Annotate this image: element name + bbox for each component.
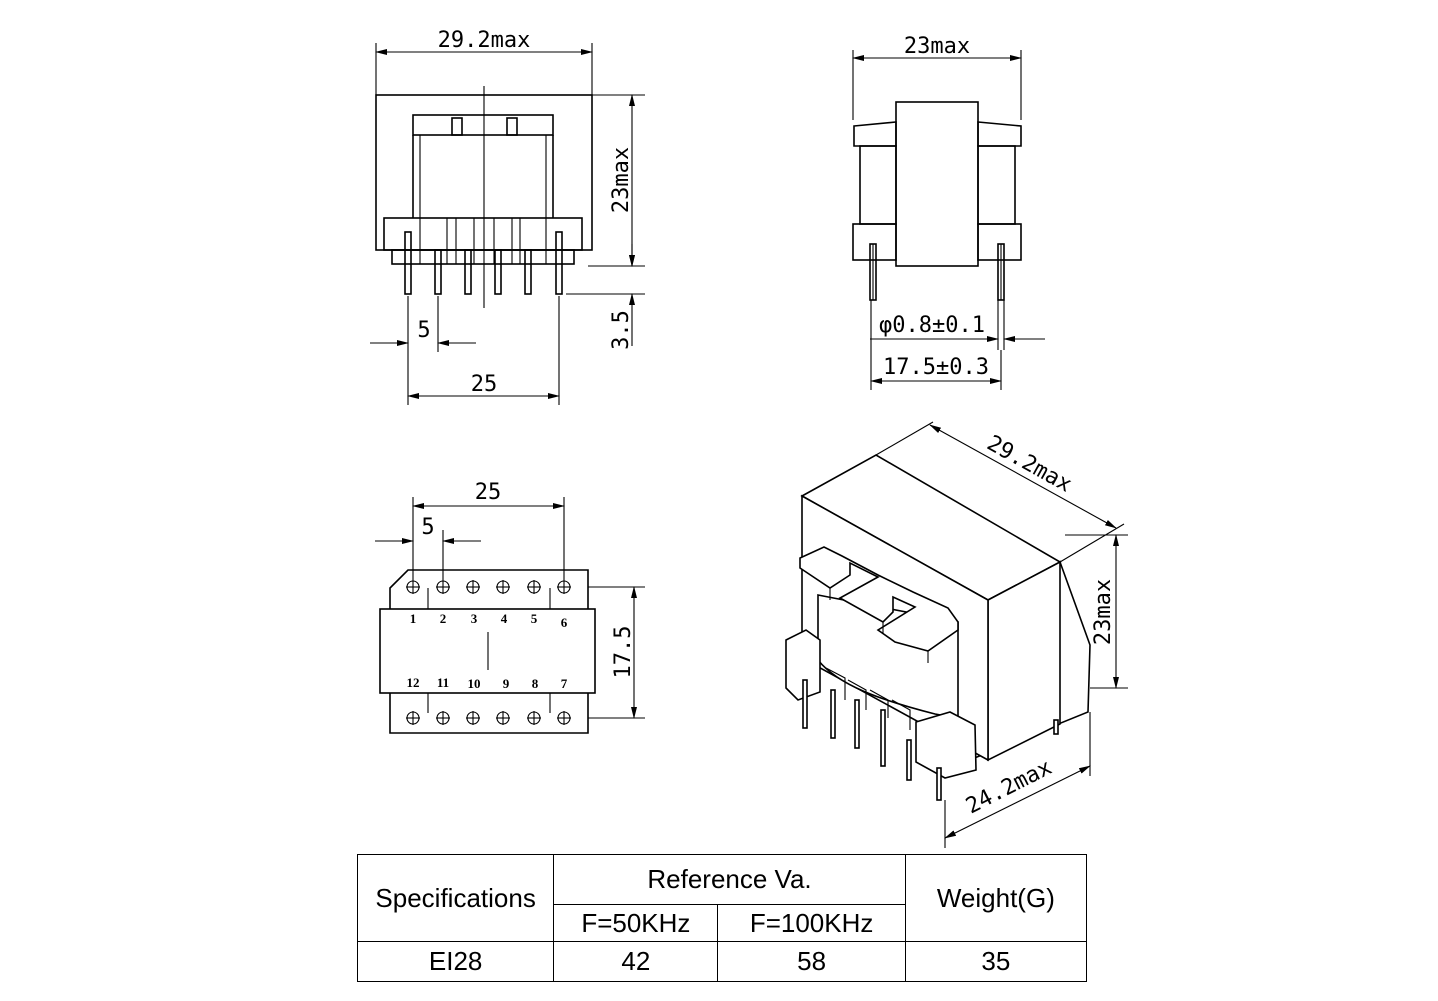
side-pin-dia-label: φ0.8±0.1 [879,313,985,338]
side-row-spacing-label: 17.5±0.3 [883,355,989,380]
pin-label: 7 [561,676,568,691]
table-row: EI28 42 58 35 [356,941,1088,982]
table-subheader-row: F=50KHz F=100KHz [358,904,1087,942]
pin-label: 5 [531,611,538,626]
pin-hole [527,711,541,725]
bottom-span-label: 25 [475,480,502,505]
side-pins [869,243,1005,301]
side-dimensions: 23max φ0.8±0.1 17.5±0.3 [852,34,1045,390]
front-pin-length-label: 3.5 [609,310,634,350]
spec-table: Specifications Reference Va. Weight(G) F… [356,854,1088,982]
front-width-label: 29.2max [438,28,531,53]
pin-label: 12 [407,675,420,690]
front-pitch-label: 5 [417,318,430,343]
pin-hole [466,711,480,725]
pin-hole [436,580,450,594]
pin-hole [406,580,420,594]
front-view: 29.2max 23max 3.5 5 25 [370,28,645,405]
reference-va-header: Reference Va. [553,854,906,905]
va-100-cell: 58 [717,941,906,982]
va-50-cell: 42 [553,941,719,982]
front-height-label: 23max [609,147,634,213]
bottom-pitch-label: 5 [421,515,434,540]
pin-label: 2 [440,611,447,626]
isometric-view: 29.2max 23max 24.2max [785,421,1128,848]
pin-label: 1 [410,611,417,626]
iso-height-label: 23max [1091,579,1116,645]
weight-cell: 35 [904,941,1088,982]
iso-pins [802,667,1059,801]
iso-length-label: 29.2max [983,431,1076,498]
freq-100-header: F=100KHz [717,904,906,942]
side-view: 23max φ0.8±0.1 17.5±0.3 [852,34,1045,390]
pin-hole [527,580,541,594]
spec-cell: EI28 [356,941,555,982]
weight-header: Weight(G) [904,854,1088,942]
side-width-label: 23max [904,34,970,59]
pin-hole [557,711,571,725]
pin-label: 4 [501,611,508,626]
iso-bobbin [785,546,977,779]
bottom-pin-holes [406,580,571,725]
pin-hole [496,580,510,594]
spec-header: Specifications [356,854,555,942]
front-dimensions: 29.2max 23max 3.5 5 25 [370,28,645,405]
side-outline [852,101,1022,267]
bottom-row-spacing-label: 17.5 [611,626,636,679]
pin-hole [406,711,420,725]
pin-hole [496,711,510,725]
front-span-label: 25 [471,372,498,397]
pin-label: 8 [532,676,539,691]
pin-hole [466,580,480,594]
bottom-dimensions: 25 5 17.5 [375,480,645,719]
front-pins [404,231,563,295]
pin-label: 6 [561,615,568,630]
front-outline [375,86,593,308]
pin-label: 10 [468,676,481,691]
pin-hole [557,580,571,594]
bottom-pin-labels: 1 2 3 4 5 6 12 11 10 9 8 7 [407,611,568,691]
bottom-outline [379,569,596,734]
pin-hole [436,711,450,725]
pin-label: 11 [437,675,449,690]
pin-label: 9 [503,676,510,691]
bottom-view: 1 2 3 4 5 6 12 11 10 9 8 7 25 5 17.5 [375,480,645,734]
pin-label: 3 [471,611,478,626]
freq-50-header: F=50KHz [553,904,719,942]
table-header-row: Specifications Reference Va. Weight(G) [356,854,1088,942]
